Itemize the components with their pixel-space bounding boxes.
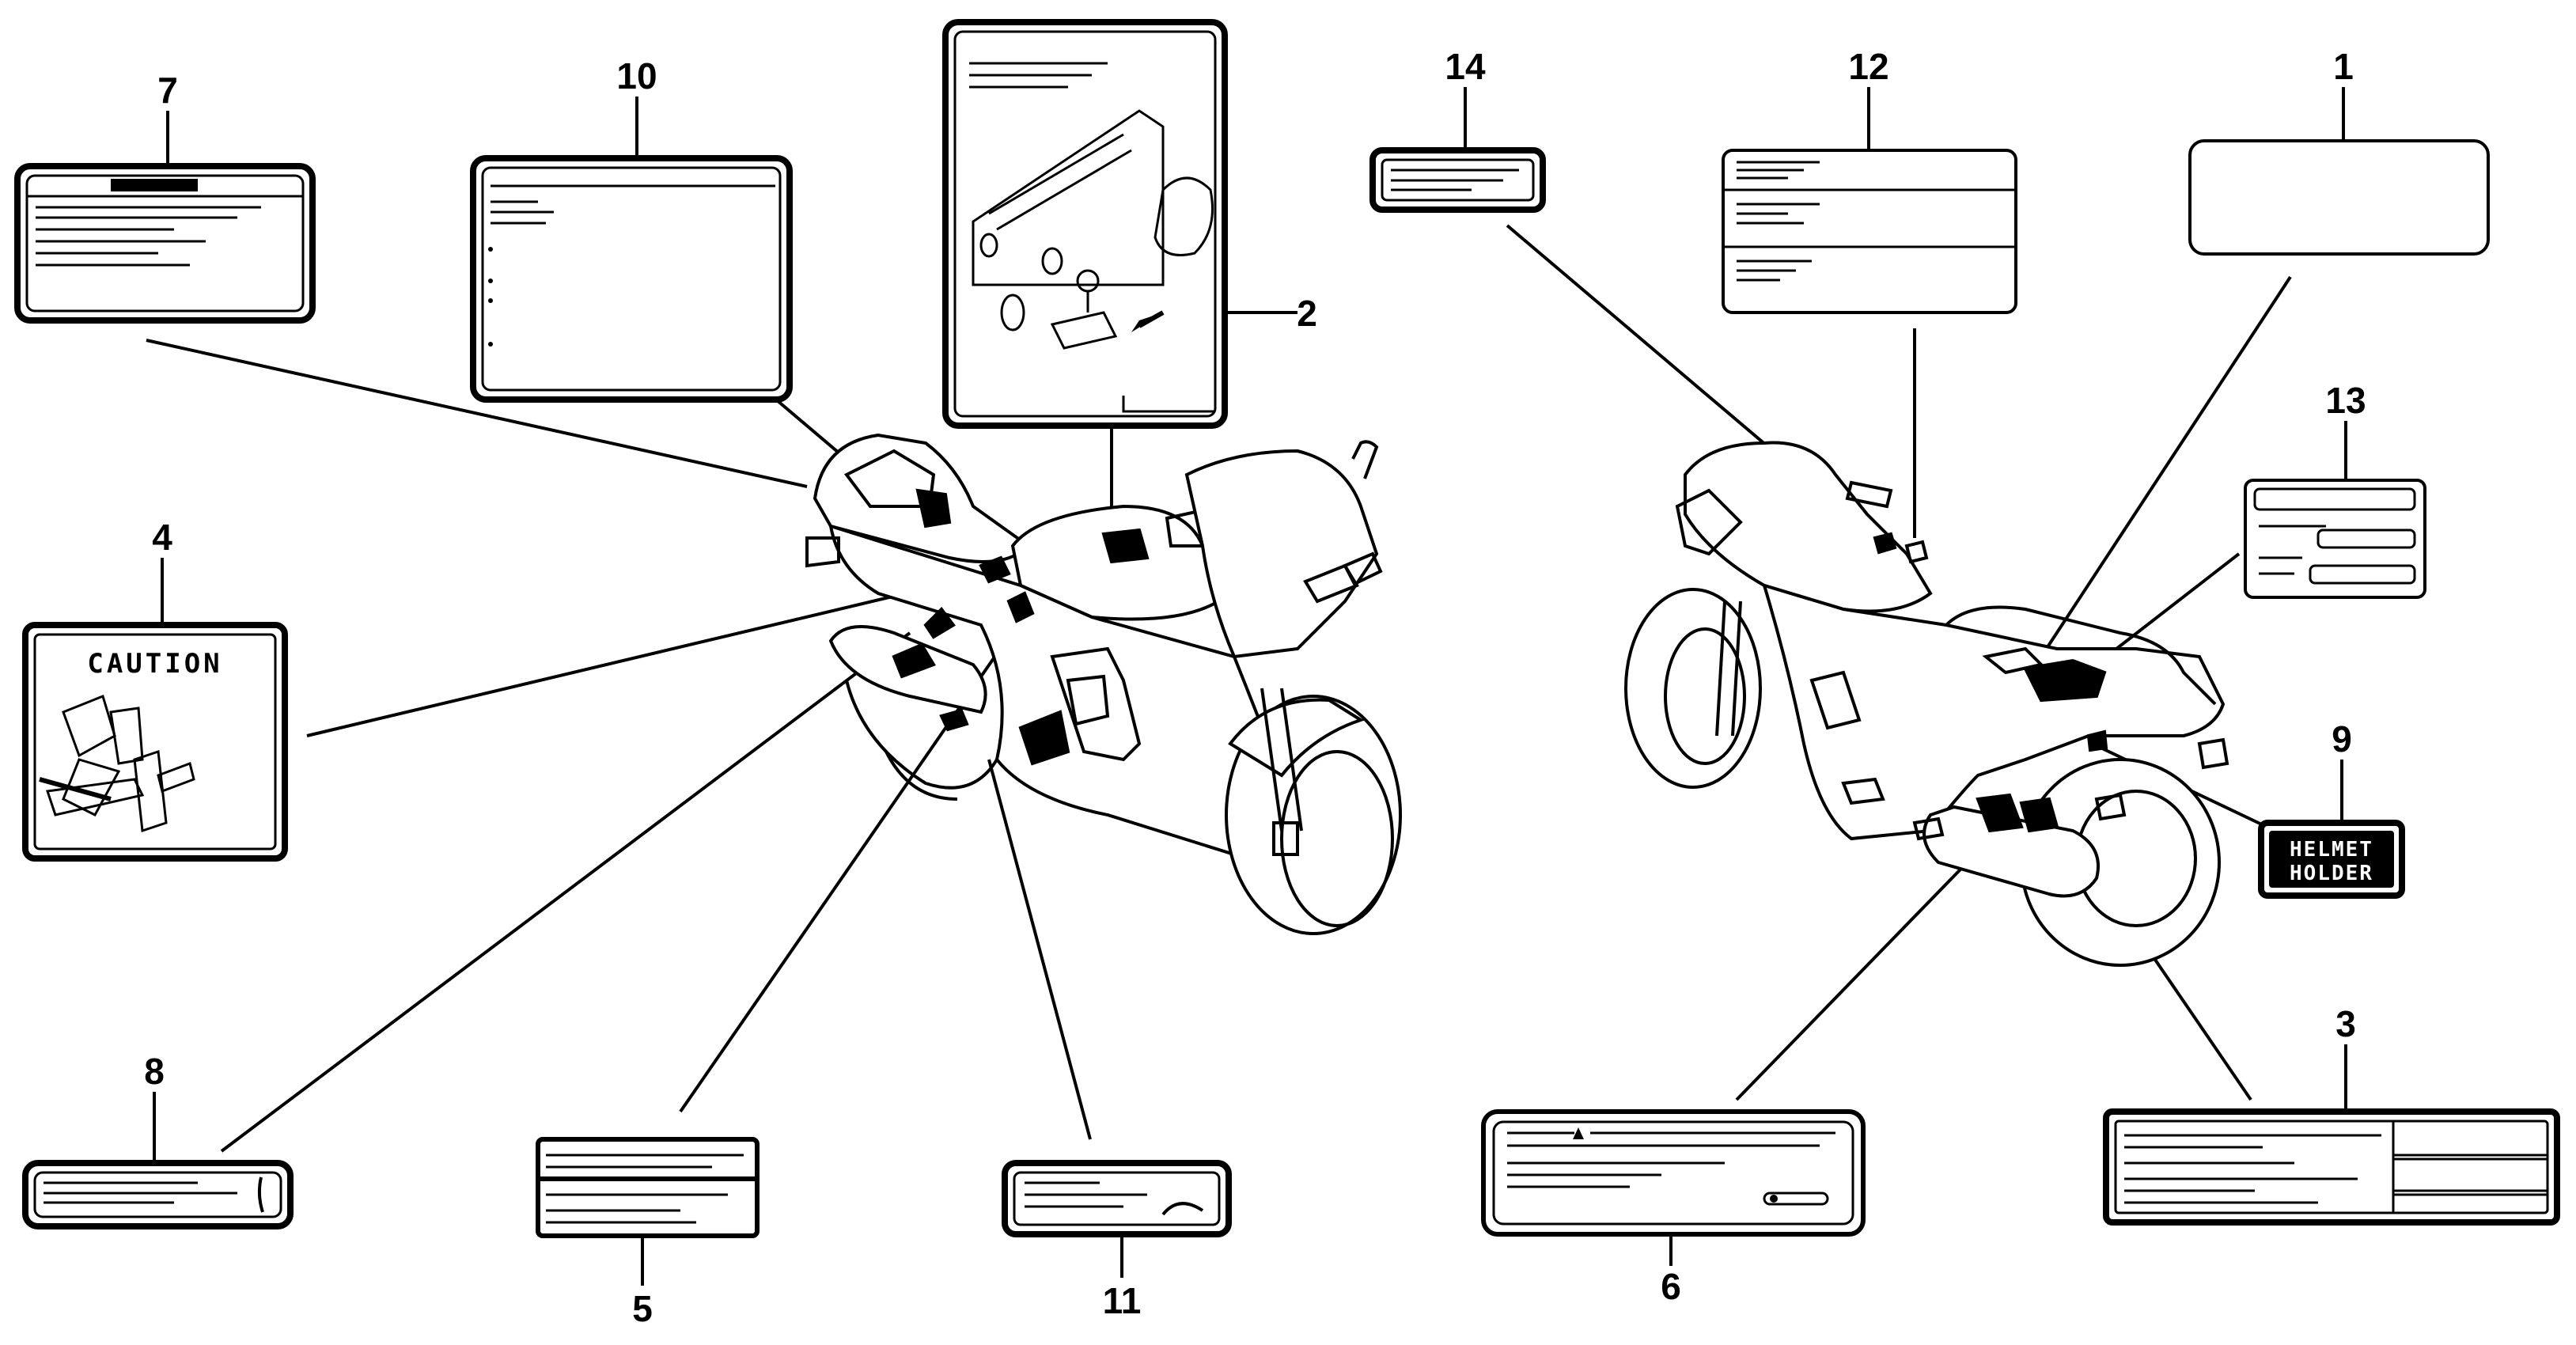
motorcycle-rear-view (1624, 441, 2229, 967)
label-3 (2103, 1108, 2560, 1226)
leader-line-8 (220, 631, 911, 1153)
callout-3: 3 (2335, 1003, 2356, 1044)
leader-line-11 (987, 759, 1092, 1140)
leader-line-7 (146, 339, 808, 488)
label-12 (1722, 149, 2017, 314)
label-2 (942, 19, 1228, 429)
motorcycle-front-view (805, 433, 1402, 935)
leader-line-1 (2040, 275, 2292, 658)
callout-2: 2 (1297, 293, 1317, 334)
helmet-line2: HOLDER (2290, 862, 2373, 885)
label-5 (536, 1137, 760, 1238)
callout-10: 10 (616, 55, 657, 97)
label-7 (14, 163, 316, 324)
label-8 (22, 1160, 294, 1229)
label-9: HELMET HOLDER (2258, 820, 2405, 899)
callout-1: 1 (2333, 46, 2354, 87)
callout-5: 5 (632, 1288, 653, 1329)
callout-8: 8 (144, 1051, 165, 1092)
label-14 (1369, 147, 1546, 213)
callout-11: 11 (1103, 1280, 1142, 1321)
callout-12: 12 (1848, 46, 1888, 87)
callout-7: 7 (157, 70, 178, 111)
label-4: CAUTION (22, 622, 288, 862)
callout-6: 6 (1661, 1266, 1681, 1307)
label-10 (470, 155, 793, 403)
callout-13: 13 (2325, 380, 2366, 421)
callout-14: 14 (1445, 46, 1486, 87)
callout-4: 4 (152, 517, 172, 558)
callout-9: 9 (2332, 718, 2352, 760)
label-11 (1002, 1160, 1232, 1237)
helmet-line1: HELMET (2290, 838, 2373, 862)
caution-text: CAUTION (87, 648, 222, 680)
label-6 (1481, 1109, 1866, 1237)
callout-numbers: 1 2 3 4 5 6 7 8 9 10 11 12 13 14 (144, 46, 2366, 1329)
leader-line-4 (306, 572, 990, 737)
label-1 (2188, 139, 2490, 256)
label-13 (2244, 479, 2426, 599)
